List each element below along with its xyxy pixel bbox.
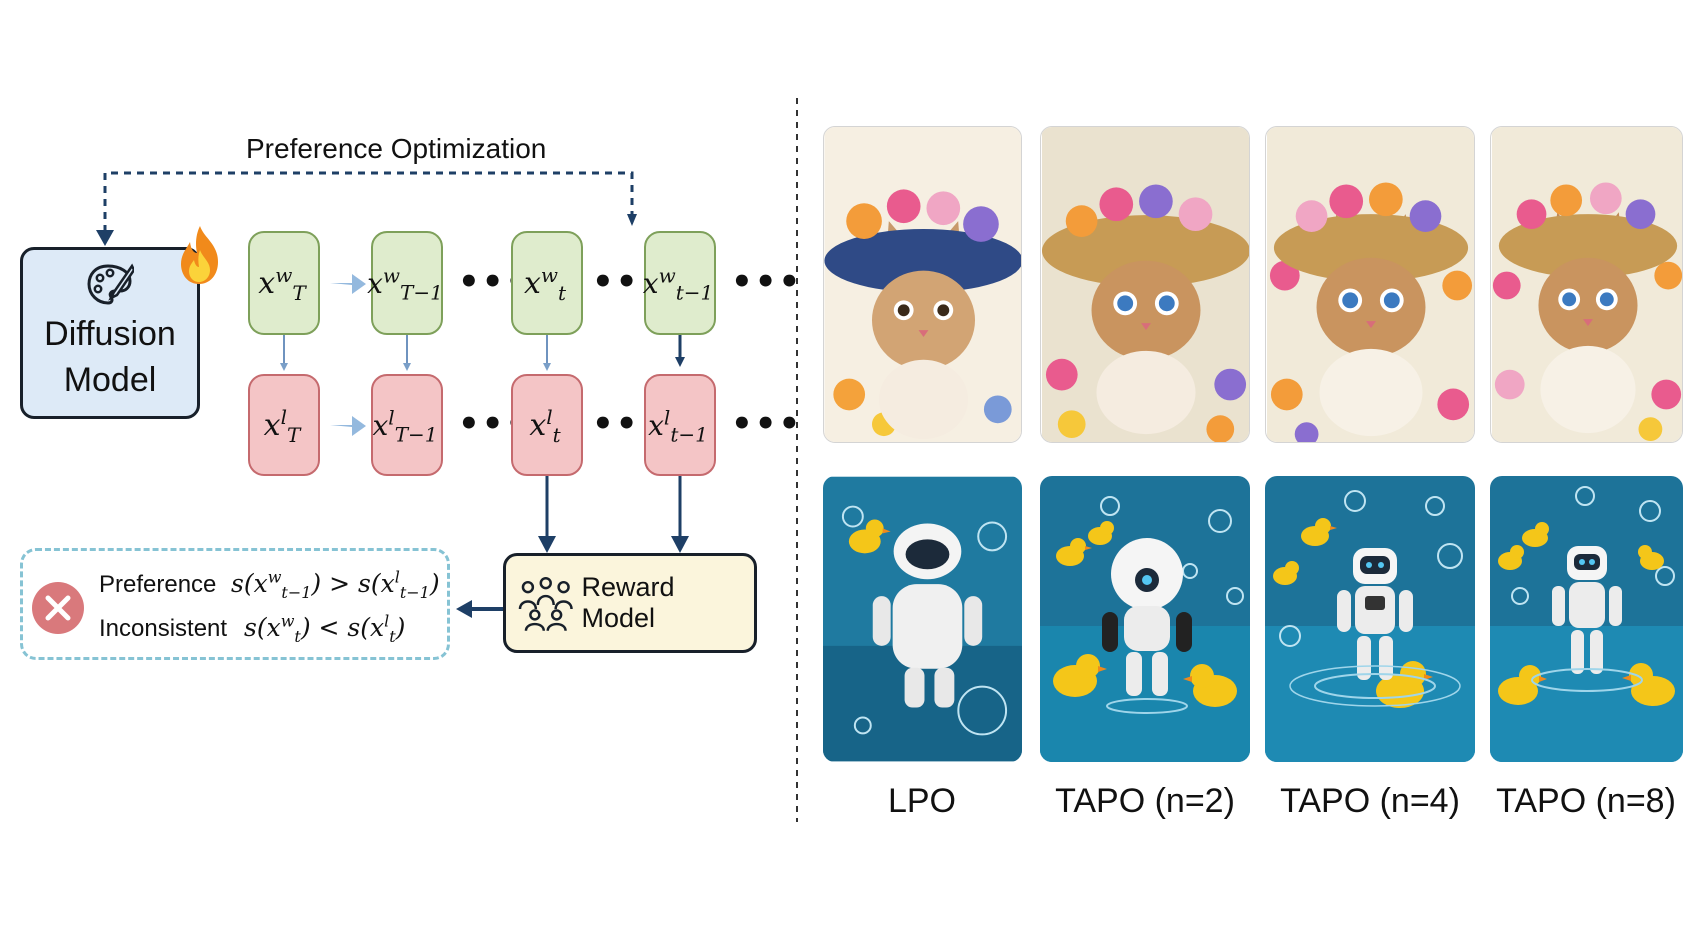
palette-icon [87,263,134,305]
diffusion-model-box: Diffusion Model [20,247,200,419]
feedback-dashed-line [103,171,634,232]
inconsistent-condition: s(xwt) < s(xlt) [244,611,406,646]
caption-tapo-n8: TAPO (n=8) [1496,782,1676,820]
reward-model-box: Reward Model [503,553,757,653]
winning-latent-t: xwt [511,231,583,335]
reject-x-icon [32,582,84,634]
reward-model-label: Reward Model [581,572,675,633]
fire-icon [181,226,218,284]
ellipsis-lose-3: ••• [731,404,803,444]
robot-image-lpo [823,476,1022,762]
losing-latent-T-minus-1: xlT−1 [371,374,443,476]
transition-arrow-lose [330,416,366,436]
preference-label: Preference [99,571,217,598]
group-people-icon [518,576,573,631]
robot-image-tapo-n4 [1265,476,1475,762]
caption-tapo-n2: TAPO (n=2) [1055,782,1235,820]
transition-arrow-win [330,274,366,294]
feedback-label: Preference Optimization [246,133,547,164]
preference-condition: s(xwt−1) > s(xlt−1) [231,567,440,602]
ellipsis-win-3: ••• [731,262,803,302]
feedback-left-arrowhead [96,230,114,246]
robot-image-tapo-n8 [1490,476,1683,762]
kitten-image-lpo [823,126,1022,443]
inconsistency-box: Preference Inconsistent s(xwt−1) > s(xlt… [20,548,450,660]
kitten-image-tapo-n8 [1490,126,1683,443]
kitten-image-tapo-n4 [1265,126,1475,443]
robot-image-tapo-n2 [1040,476,1250,762]
feedback-right-arrowhead [627,214,637,226]
inconsistent-label: Inconsistent [99,615,228,642]
caption-lpo: LPO [887,782,957,820]
losing-latent-t: xlt [511,374,583,476]
winning-latent-t-minus-1: xwt−1 [643,231,716,335]
caption-tapo-n4: TAPO (n=4) [1280,782,1460,820]
losing-latent-T: xlT [248,374,320,476]
winning-latent-T-minus-1: xwT−1 [367,231,443,335]
winning-latent-T: xwT [248,231,320,335]
kitten-image-tapo-n2 [1040,126,1250,443]
diffusion-model-label: Diffusion Model [44,315,176,399]
losing-latent-t-minus-1: xlt−1 [644,374,716,476]
